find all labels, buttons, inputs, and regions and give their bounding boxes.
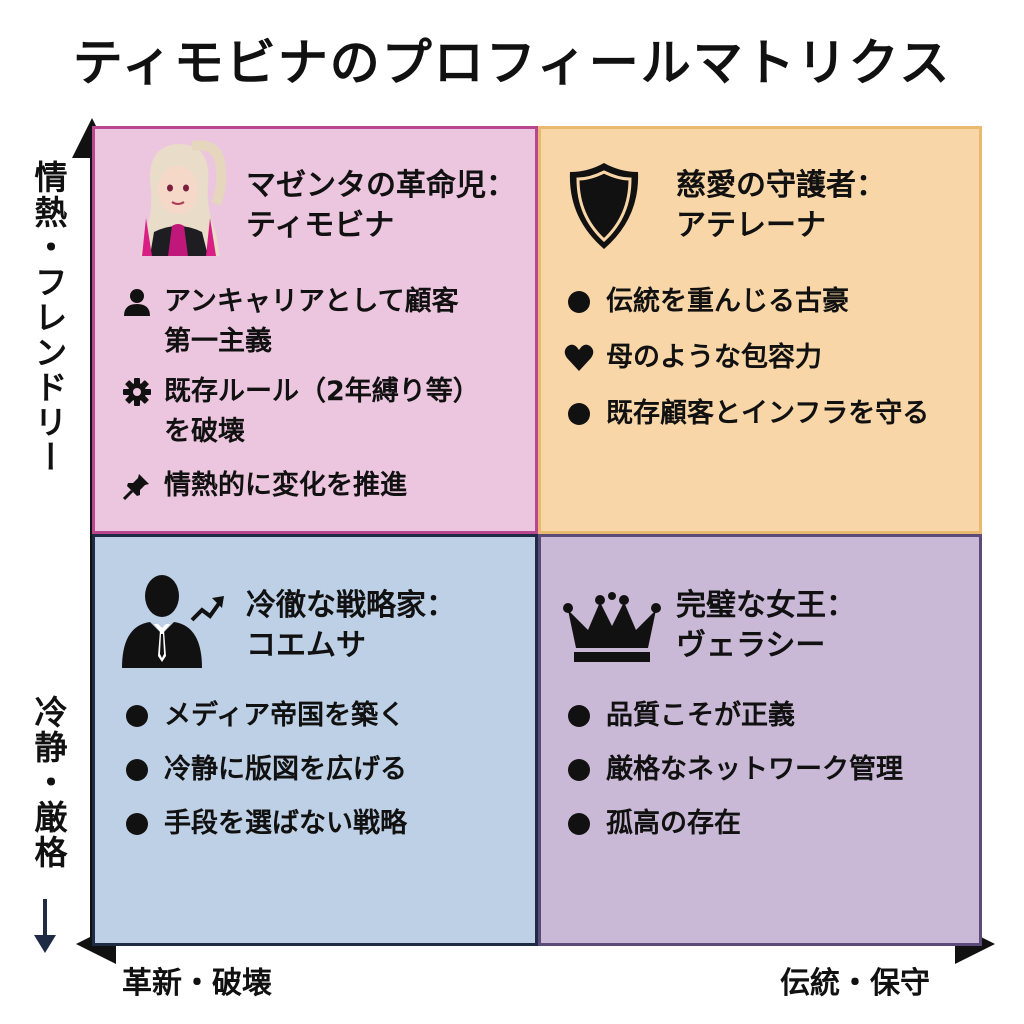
quadrant-title-line2: アテレーナ (676, 208, 826, 243)
quadrant-top-right (538, 126, 982, 534)
x-axis-label-right: 伝統・保守 (780, 966, 930, 1001)
quadrant-title-top-left: マゼンタの革命児： ティモビナ (246, 166, 516, 246)
list-item: 伝統を重んじる古豪 (564, 282, 849, 322)
bullet-icon (122, 696, 152, 736)
quadrant-title-line1: 慈愛の守護者： (676, 168, 886, 203)
list-item-text: 既存ルール（2年縛り等） (164, 376, 480, 407)
list-item: メディア帝国を築く (122, 696, 405, 736)
bullet-icon (564, 394, 594, 434)
bullet-icon (564, 282, 594, 322)
list-item-text: 既存顧客とインフラを守る (606, 398, 930, 429)
bullet-icon (122, 750, 152, 790)
quadrant-bottom-right (538, 534, 982, 946)
quadrant-title-top-right: 慈愛の守護者： アテレーナ (676, 166, 886, 246)
avatar (140, 140, 227, 256)
crown-icon (563, 592, 661, 662)
bullet-icon (564, 750, 594, 790)
list-item-text-cont: 第一主義 (164, 326, 272, 357)
list-item-text: アンキャリアとして顧客 (164, 286, 459, 317)
gear-icon (122, 372, 152, 412)
bullet-icon (564, 696, 594, 736)
list-item: 孤高の存在 (564, 804, 741, 844)
bullet-icon (122, 804, 152, 844)
list-item-text: 品質こそが正義 (606, 700, 795, 731)
quadrant-title-line1: 完璧な女王： (676, 588, 856, 623)
list-item-text: 冷静に版図を広げる (164, 754, 407, 785)
list-item-text: 母のような包容力 (606, 342, 822, 373)
quadrant-title-line1: 冷徹な戦略家： (246, 588, 456, 623)
list-item-text: 伝統を重んじる古豪 (606, 286, 849, 317)
quadrant-title-bottom-right: 完璧な女王： ヴェラシー (676, 586, 856, 666)
list-item: 情熱的に変化を推進 (122, 466, 407, 506)
quadrant-title-line2: コエムサ (246, 628, 366, 663)
bullet-icon (564, 804, 594, 844)
list-item-text: 情熱的に変化を推進 (164, 470, 407, 501)
quadrant-title-line2: ティモビナ (246, 208, 395, 243)
list-item: 母のような包容力 (564, 338, 822, 378)
shield-icon (569, 163, 639, 249)
list-item: 冷静に版図を広げる (122, 750, 407, 790)
person-icon (122, 282, 152, 322)
heart-icon (564, 338, 594, 378)
list-item-text: 孤高の存在 (606, 808, 741, 839)
list-item-text: 手段を選ばない戦略 (164, 808, 407, 839)
pin-icon (122, 466, 152, 506)
list-item: 厳格なネットワーク管理 (564, 750, 903, 790)
list-item-text: メディア帝国を築く (164, 700, 406, 731)
y-axis-label-top: 情熱・フレンドリー (29, 160, 68, 475)
list-item-text: 厳格なネットワーク管理 (606, 754, 903, 785)
x-axis-label-left: 革新・破壊 (122, 966, 272, 1001)
quadrant-title-bottom-left: 冷徹な戦略家： コエムサ (246, 586, 456, 666)
quadrant-title-line2: ヴェラシー (676, 628, 826, 663)
arrow-down-icon (34, 899, 56, 953)
page-title: ティモビナのプロフィールマトリクス (72, 34, 952, 92)
list-item: 既存ルール（2年縛り等） を破壊 (122, 372, 480, 452)
list-item: アンキャリアとして顧客 第一主義 (122, 282, 459, 362)
y-axis-label-bottom: 冷静・厳格 (29, 695, 68, 870)
list-item: 品質こそが正義 (564, 696, 795, 736)
list-item: 既存顧客とインフラを守る (564, 394, 929, 434)
quadrant-title-line1: マゼンタの革命児： (246, 168, 516, 203)
businessman-icon (122, 575, 224, 668)
list-item: 手段を選ばない戦略 (122, 804, 407, 844)
list-item-text-cont: を破壊 (164, 416, 245, 447)
